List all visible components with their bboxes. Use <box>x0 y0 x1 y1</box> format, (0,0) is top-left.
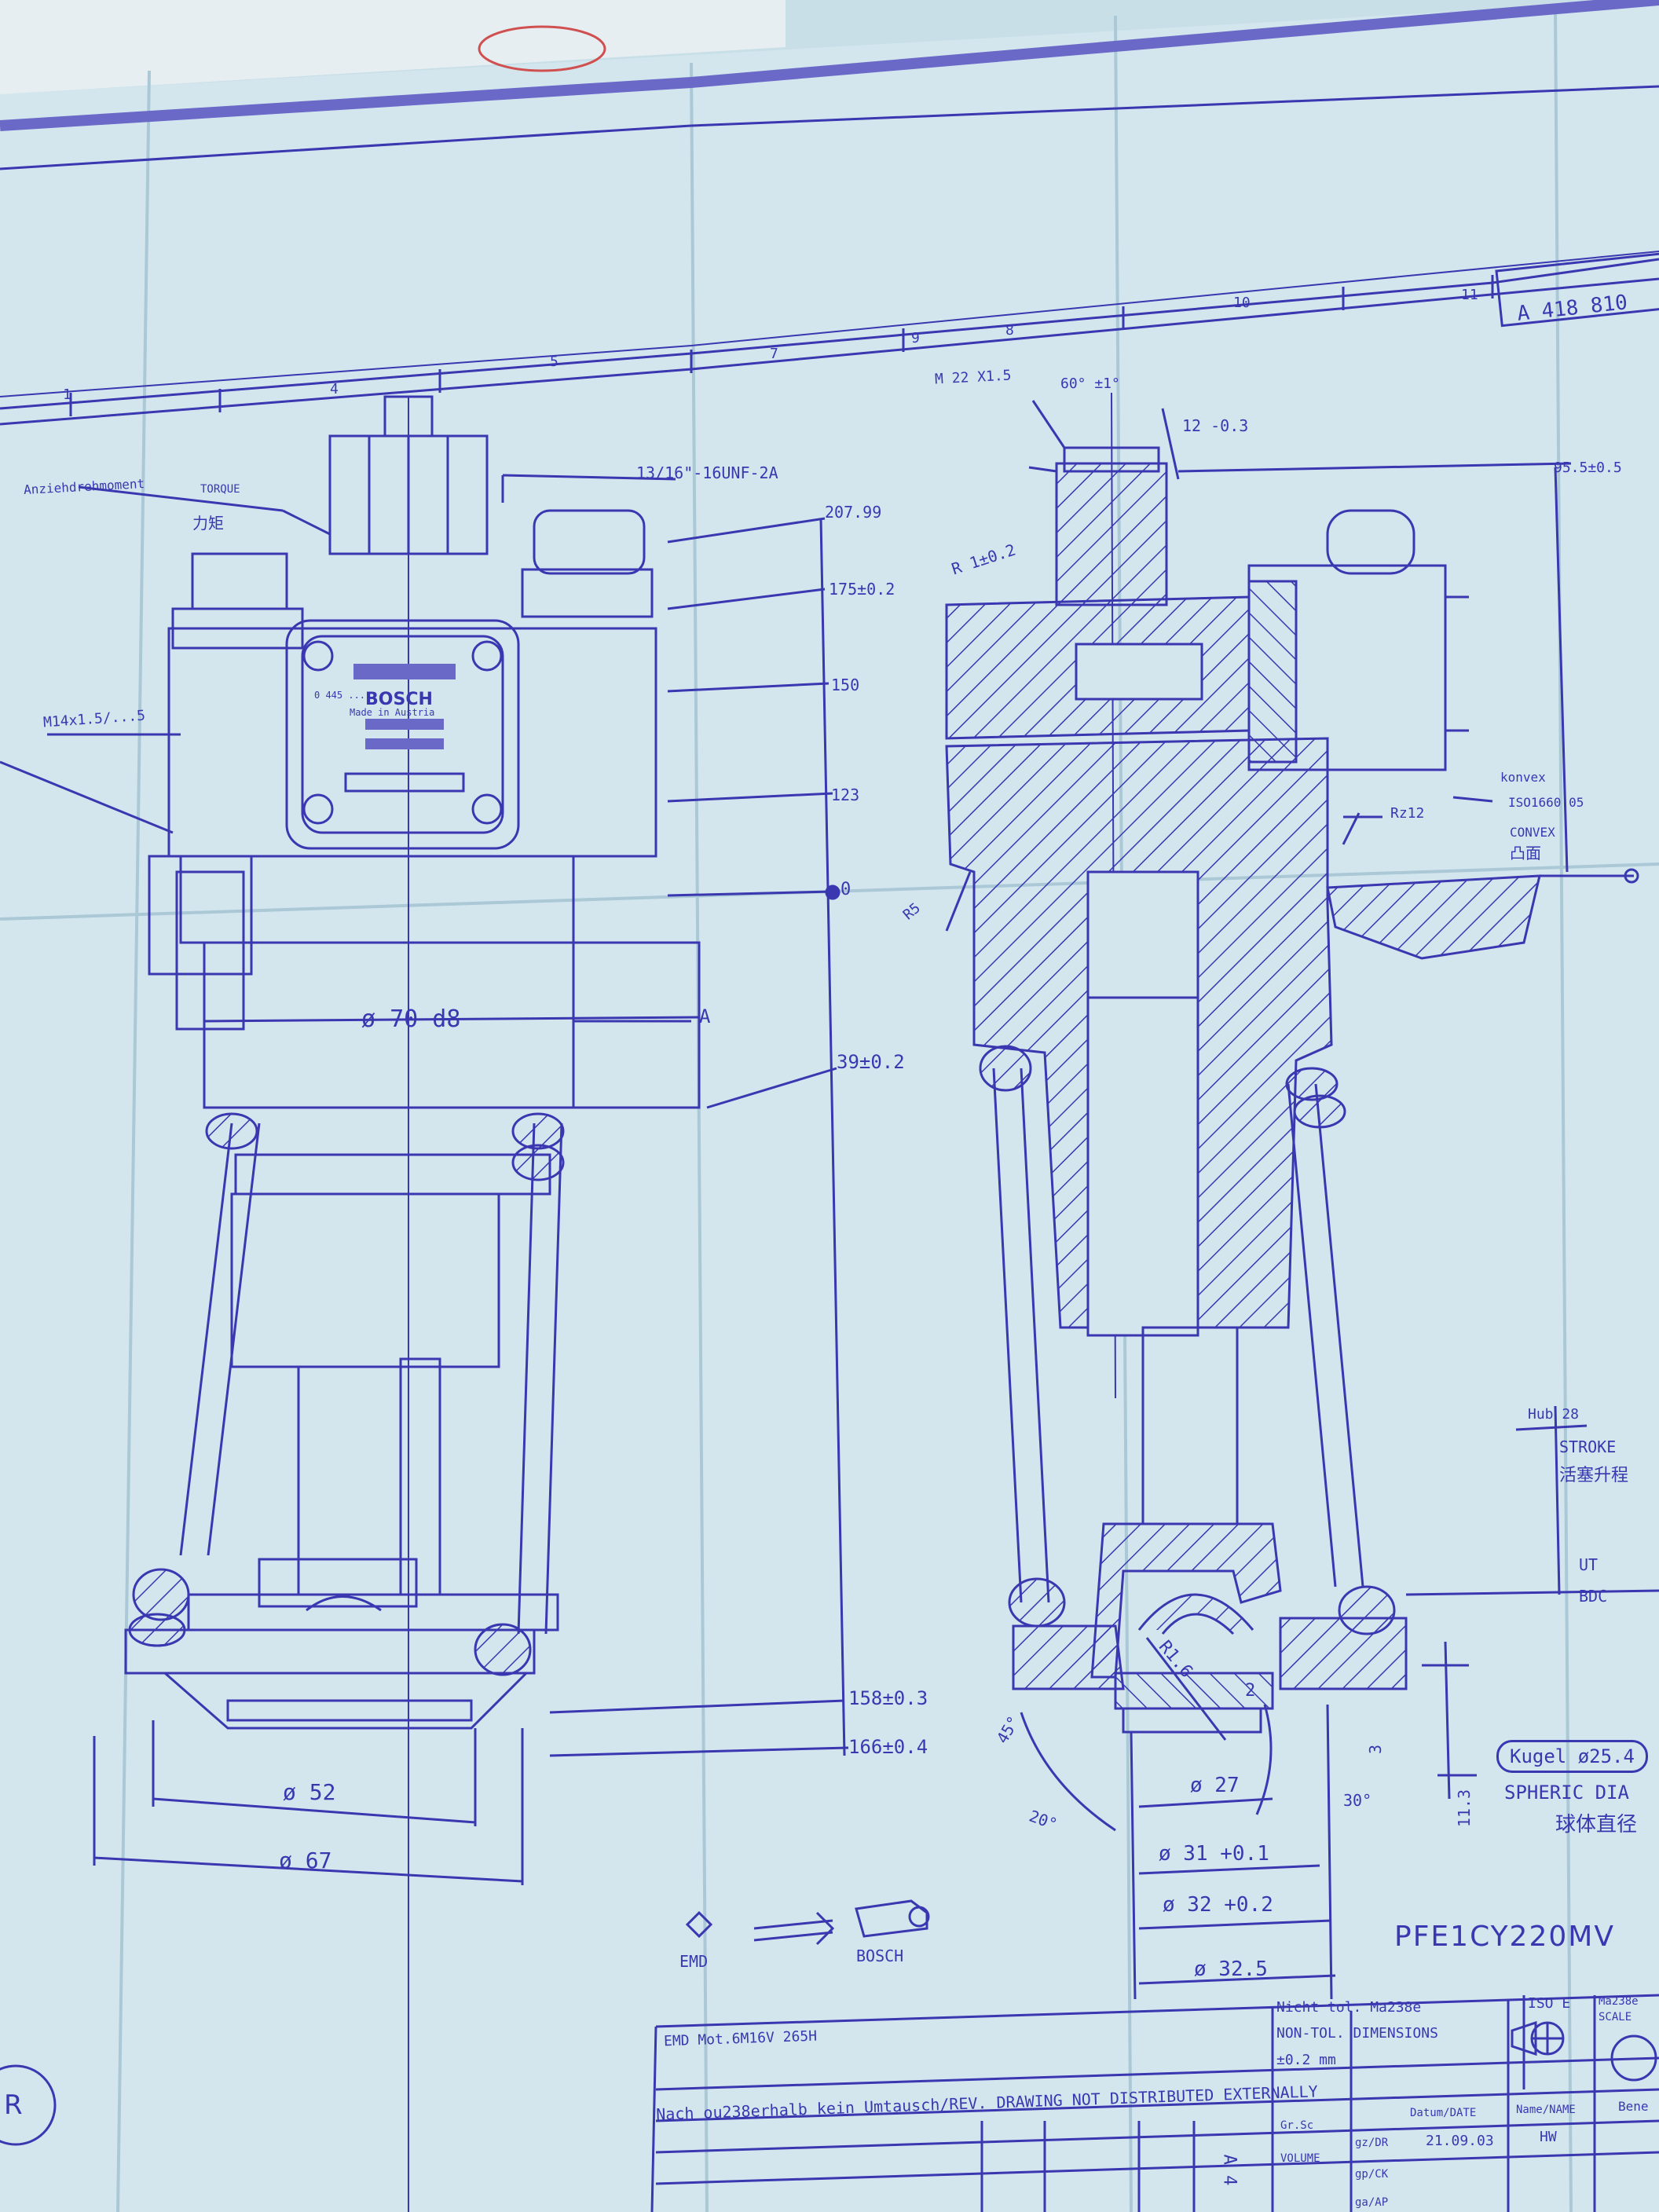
title-block <box>650 1994 1659 2212</box>
nameplate-origin: Made in Austria <box>350 707 435 718</box>
title-scale-de: Ma238e <box>1599 1995 1639 2008</box>
dim-27: ø 27 <box>1190 1774 1240 1797</box>
dim-175: 175±0.2 <box>829 580 895 599</box>
title-gr: Gr.Sc <box>1280 2119 1314 2132</box>
bdc-label: BDC <box>1579 1587 1608 1606</box>
dim-150: 150 <box>831 676 860 694</box>
torque-en-label: TORQUE <box>200 483 240 496</box>
dim-body-diameter: ø 70 d8 <box>361 1005 461 1033</box>
corner-circle <box>0 2064 57 2146</box>
right-dimension-lines <box>945 400 1659 2000</box>
title-iso: ISO E <box>1528 1995 1571 2012</box>
title-tol-en: NON-TOL. DIMENSIONS <box>1276 2025 1438 2042</box>
title-name-head: Name/NAME <box>1516 2104 1576 2116</box>
dim-0: 0 <box>840 880 851 899</box>
title-gp: gp/CK <box>1355 2168 1389 2181</box>
part-name: PFE1CY220MV <box>1394 1921 1615 1953</box>
dim-39: 39±0.2 <box>837 1051 905 1073</box>
angle-30-label: 30° <box>1343 1791 1372 1810</box>
iso-callout: ISO1660.05 <box>1508 795 1584 810</box>
dim-2: 2 <box>1245 1681 1256 1701</box>
ut-label: UT <box>1579 1555 1599 1574</box>
dim-11-3: 11.3 <box>1455 1789 1474 1828</box>
ball-cn-label: 球体直径 <box>1555 1813 1638 1837</box>
corner-circle-letter: R <box>4 2089 23 2121</box>
dim-52: ø 52 <box>283 1779 336 1805</box>
bosch-symbol-label: BOSCH <box>856 1946 904 1965</box>
paper-behind <box>0 0 786 94</box>
title-date-head: Datum/DATE <box>1410 2107 1477 2119</box>
stamp-mark <box>478 25 606 72</box>
grid-number-10: 10 <box>1233 295 1251 311</box>
title-tol-value: ±0.2 mm <box>1276 2052 1336 2068</box>
emd-symbol-label: EMD <box>679 1952 709 1971</box>
title-ga: ga/AP <box>1355 2196 1389 2209</box>
title-volume: VOLUME <box>1280 2152 1320 2165</box>
projection-symbols <box>685 1899 930 1946</box>
grid-number-1: 1 <box>63 386 71 403</box>
grid-number-9: 9 <box>911 330 920 346</box>
dim-158: 158±0.3 <box>848 1687 928 1709</box>
dim-3: 3 <box>1366 1744 1386 1755</box>
ball-en-label: SPHERIC DIA <box>1504 1782 1629 1804</box>
title-tol-de: Nicht tol. Ma238e <box>1276 1999 1422 2016</box>
top-dimension: 95.5±0.5 <box>1554 460 1622 476</box>
title-bene: Bene <box>1618 2099 1649 2114</box>
dim-207: 207.99 <box>825 503 882 522</box>
grid-number-11: 11 <box>1461 287 1478 303</box>
title-scale-en: SCALE <box>1599 2011 1632 2023</box>
dim-32-5: ø 32.5 <box>1194 1957 1268 1981</box>
grid-number-4: 4 <box>330 381 339 397</box>
nameplate-line: 0 445 ... <box>314 690 366 701</box>
nameplate-brand: BOSCH <box>365 690 433 709</box>
section-reference: A <box>699 1005 711 1027</box>
drawing-number-box <box>1495 251 1659 328</box>
title-date: 21.09.03 <box>1426 2133 1494 2149</box>
dim-32: ø 32 +0.2 <box>1163 1893 1273 1917</box>
title-gz: gz/DR <box>1355 2137 1389 2149</box>
convex-en-label: CONVEX <box>1510 825 1555 840</box>
grid-number-5: 5 <box>550 353 558 370</box>
konvex-label: konvex <box>1500 770 1546 785</box>
dim-12: 12 -0.3 <box>1182 416 1249 435</box>
left-view <box>0 395 701 2212</box>
top-thread-callout: 13/16"-16UNF-2A <box>636 463 778 482</box>
grid-number-8: 8 <box>1005 322 1014 339</box>
stroke-en-label: STROKE <box>1559 1437 1617 1456</box>
title-name: HW <box>1540 2129 1557 2145</box>
torque-cn-label: 力矩 <box>192 514 224 533</box>
dim-67: ø 67 <box>279 1848 332 1873</box>
ball-diameter-label: Kugel ø25.4 <box>1496 1740 1648 1773</box>
convex-cn-label: 凸面 <box>1510 844 1541 862</box>
dim-123: 123 <box>831 786 860 804</box>
stroke-hub-label: Hub 28 <box>1528 1406 1580 1423</box>
title-sheet-size: A 4 <box>1219 2154 1240 2186</box>
grid-ticks <box>69 275 1494 416</box>
roughness-callout: Rz12 <box>1390 805 1425 822</box>
dim-31: ø 31 +0.1 <box>1159 1842 1269 1866</box>
dim-166: 166±0.4 <box>848 1736 928 1758</box>
angle-tolerance-callout: 60° ±1° <box>1060 375 1120 392</box>
right-view <box>945 392 1639 1734</box>
stroke-cn-label: 活塞升程 <box>1559 1466 1629 1485</box>
grid-number-7: 7 <box>770 346 778 362</box>
left-dimension-line <box>93 517 849 1885</box>
